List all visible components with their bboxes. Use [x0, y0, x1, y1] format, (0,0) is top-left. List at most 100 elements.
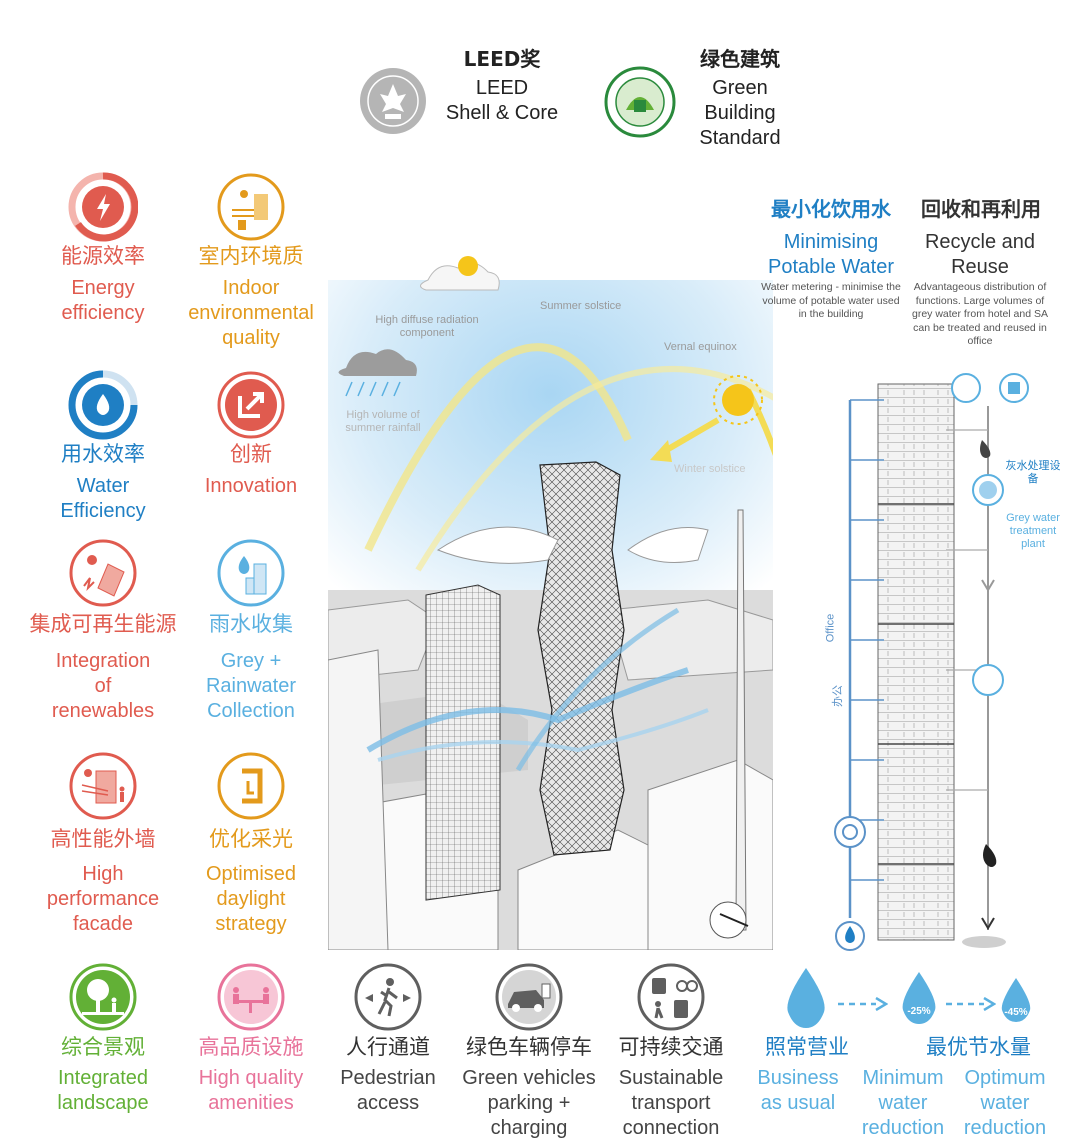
label-winter-solstice: Winter solstice: [674, 463, 746, 475]
feature-rainwater-en3: Collection: [207, 700, 295, 722]
feature-daylight-en3: strategy: [215, 913, 287, 935]
savings-optimum-en1: Optimum: [964, 1067, 1046, 1089]
savings-optimal-zh: 最优节水量: [926, 1035, 1031, 1059]
feature-energy-en2: efficiency: [61, 302, 145, 324]
feature-renewables-en2: of: [94, 675, 112, 697]
leed-line2: Shell & Core: [445, 102, 559, 124]
label-high-rainfall: High volume of summer rainfall: [345, 409, 421, 434]
feature-transport-en3: connection: [622, 1117, 720, 1139]
dining-icon: [216, 962, 286, 1032]
feature-landscape-zh: 综合景观: [61, 1035, 145, 1059]
feature-energy-en1: Energy: [71, 277, 135, 299]
innovation-arrow-icon: [216, 370, 286, 440]
water-recycle-zh: 回收和再利用: [921, 197, 1041, 221]
feature-energy-zh: 能源效率: [61, 244, 145, 268]
savings-business-en2: as usual: [760, 1092, 836, 1114]
indoor-quality-icon: [216, 172, 286, 242]
arrow-icon: [836, 996, 889, 1012]
water-minimising-zh: 最小化饮用水: [771, 197, 891, 221]
water-drop-business-icon: [782, 966, 830, 1032]
feature-daylight-en1: Optimised: [205, 863, 297, 885]
water-drop-minimum-icon: [898, 970, 940, 1028]
feature-innovation-zh: 创新: [230, 442, 272, 466]
water-drop-icon: [68, 370, 138, 440]
label-office-zh: 办公: [832, 685, 844, 707]
leed-line1: LEED: [475, 77, 529, 99]
feature-amenities-zh: 高品质设施: [198, 1035, 304, 1059]
optimum-pct: -45%: [1004, 1007, 1028, 1018]
minimum-pct: -25%: [907, 1006, 931, 1017]
feature-ev-en2: parking +: [487, 1092, 571, 1114]
green-title-zh: 绿色建筑: [700, 47, 780, 71]
savings-optimum-en2: water: [980, 1092, 1030, 1114]
feature-facade-en2: performance: [46, 888, 160, 910]
feature-rainwater-zh: 雨水收集: [209, 612, 293, 636]
feature-transport-zh: 可持续交通: [618, 1035, 724, 1059]
label-vernal-equinox: Vernal equinox: [664, 341, 737, 353]
savings-business-en1: Business: [757, 1067, 839, 1089]
feature-transport-en2: transport: [631, 1092, 711, 1114]
feature-renewables-zh: 集成可再生能源: [29, 612, 177, 636]
feature-indoor-zh: 室内环境质: [198, 244, 304, 268]
feature-pedestrian-zh: 人行通道: [346, 1035, 430, 1059]
feature-indoor-en2: environmental: [188, 302, 314, 324]
water-minimising-en2: Potable Water: [768, 256, 894, 278]
feature-transport-en1: Sustainable: [618, 1067, 724, 1089]
feature-water-en2: Efficiency: [60, 500, 146, 522]
label-grey-plant-en: Grey water treatment plant: [1006, 512, 1060, 550]
feature-facade-zh: 高性能外墙: [50, 827, 156, 851]
feature-daylight-en2: daylight: [216, 888, 286, 910]
savings-minimum-en1: Minimum: [862, 1067, 944, 1089]
water-minimising-en1: Minimising: [783, 231, 879, 253]
label-office-en: Office: [824, 613, 837, 643]
feature-landscape-en2: landscape: [57, 1092, 149, 1114]
feature-water-zh: 用水效率: [61, 442, 145, 466]
solar-panel-icon: [68, 538, 138, 608]
feature-ev-zh: 绿色车辆停车: [466, 1035, 592, 1059]
building-diagram: [327, 250, 816, 951]
feature-amenities-en1: High quality: [198, 1067, 304, 1089]
feature-water-en1: Water: [76, 475, 130, 497]
feature-rainwater-en2: Rainwater: [205, 675, 297, 697]
transport-icon: [636, 962, 706, 1032]
water-drop-optimum-icon: [998, 976, 1034, 1026]
water-recycle-en2: Reuse: [951, 256, 1009, 278]
feature-facade-en3: facade: [72, 913, 134, 935]
water-section-diagram: [826, 370, 1036, 960]
savings-business-zh: 照常营业: [765, 1035, 849, 1059]
feature-renewables-en1: Integration: [55, 650, 151, 672]
feature-indoor-en1: Indoor: [222, 277, 280, 299]
pedestrian-icon: [353, 962, 423, 1032]
green-line2: Building: [704, 102, 776, 124]
feature-amenities-en2: amenities: [208, 1092, 294, 1114]
green-line1: Green: [712, 77, 768, 99]
water-recycle-en1: Recycle and: [924, 231, 1036, 253]
water-recycle-desc: Advantageous distribution of functions. …: [912, 281, 1048, 347]
savings-minimum-en2: water: [878, 1092, 928, 1114]
feature-renewables-en3: renewables: [51, 700, 155, 722]
feature-landscape-en1: Integrated: [57, 1067, 149, 1089]
savings-minimum-en3: reduction: [861, 1117, 945, 1139]
green-line3: Standard: [699, 127, 781, 149]
savings-optimum-en3: reduction: [963, 1117, 1047, 1139]
feature-indoor-en3: quality: [222, 327, 280, 349]
tree-icon: [68, 962, 138, 1032]
feature-facade-en1: High: [82, 863, 124, 885]
label-summer-solstice: Summer solstice: [540, 300, 622, 312]
feature-pedestrian-en1: Pedestrian: [340, 1067, 436, 1089]
leed-seal-icon: [358, 66, 428, 136]
rainwater-recycle-icon: [216, 538, 286, 608]
feature-daylight-zh: 优化采光: [209, 827, 293, 851]
green-building-seal-icon: [604, 66, 676, 138]
feature-innovation-en1: Innovation: [204, 475, 298, 497]
feature-rainwater-en1: Grey +: [220, 650, 282, 672]
feature-ev-en3: charging: [490, 1117, 568, 1139]
arrow-icon: [944, 996, 997, 1012]
label-high-diffuse: High diffuse radiation component: [375, 314, 479, 339]
label-grey-plant-zh: 灰水处理设备: [1005, 460, 1061, 485]
daylight-icon: [216, 751, 286, 821]
facade-icon: [68, 751, 138, 821]
feature-pedestrian-en2: access: [356, 1092, 420, 1114]
water-minimising-desc: Water metering - minimise the volume of …: [761, 281, 901, 320]
leed-title-zh: LEED奖: [463, 47, 541, 71]
